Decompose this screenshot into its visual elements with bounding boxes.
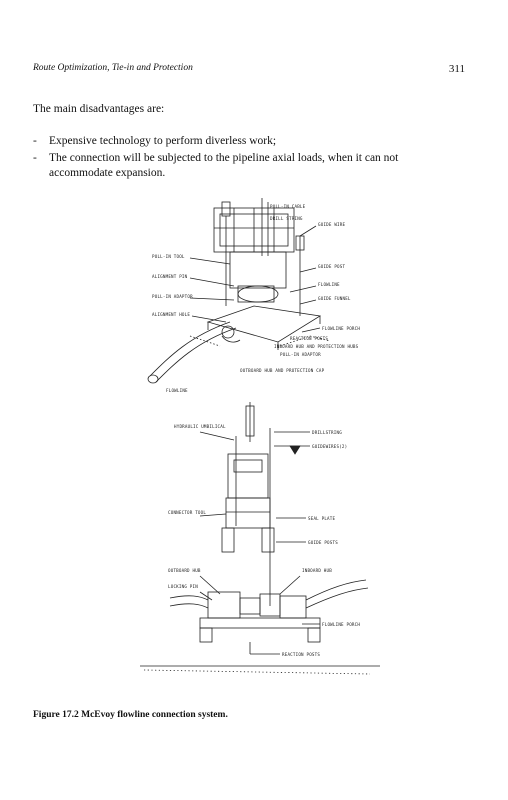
label-pullin-cable: PULL-IN CABLE [270,204,306,209]
label-seal-plate: SEAL PLATE [308,516,335,521]
label-flowline-right: FLOWLINE [318,282,340,287]
label-pullin-tool: PULL-IN TOOL [152,254,185,259]
label-guide-wire: GUIDE WIRE [318,222,345,227]
label-hydraulic-umbilical: HYDRAULIC UMBILICAL [174,424,226,429]
label-guide-posts: GUIDE POSTS [308,540,338,545]
label-inboard-hub: INBOARD HUB AND PROTECTION HUBS [274,344,359,349]
label-alignment-hole: ALIGNMENT HOLE [152,312,190,317]
figure-caption: Figure 17.2 McEvoy flowline connection s… [33,710,228,720]
bottom-drawing [140,402,380,675]
running-title: Route Optimization, Tie-in and Protectio… [33,63,193,73]
label-guidewires: GUIDEWIRES(2) [312,444,347,449]
label-guide-post: GUIDE POST [318,264,345,269]
label-alignment-pin: ALIGNMENT PIN [152,274,188,279]
label-connector-tool: CONNECTOR TOOL [168,510,206,515]
label-guide-funnel: GUIDE FUNNEL [318,296,351,301]
label-pullin-adaptor-2: PULL-IN ADAPTOR [280,352,321,357]
lead-paragraph: The main disadvantages are: [33,103,165,115]
label-inboard-hub: INBOARD HUB [302,568,332,573]
label-drillstring: DRILLSTRING [312,430,342,435]
label-locking-pin: LOCKING PIN [168,584,198,589]
label-reaction-posts: REACTION POSTS [290,336,328,341]
bottom-labels: HYDRAULIC UMBILICAL DRILLSTRING GUIDEWIR… [168,424,360,657]
label-reaction-posts: REACTION POSTS [282,652,320,657]
label-pullin-adaptor: PULL-IN ADAPTOR [152,294,193,299]
label-flowline-porch: FLOWLINE PORCH [322,326,360,331]
list-item-text: Expensive technology to perform diverles… [49,135,277,147]
disadvantage-list: - Expensive technology to perform diverl… [33,134,465,183]
label-drill-string: DRILL STRING [270,216,303,221]
label-flowline-left: FLOWLINE [166,388,188,393]
figure-illustration: PULL-IN CABLE DRILL STRING GUIDE WIRE PU… [130,196,390,682]
label-outboard-hub: OUTBOARD HUB [168,568,201,573]
list-item: - Expensive technology to perform diverl… [33,134,465,149]
dash-marker: - [33,135,37,147]
list-item-text: The connection will be subjected to the … [49,152,399,179]
dash-marker: - [33,152,37,164]
label-flowline-porch: FLOWLINE PORCH [322,622,360,627]
running-header: Route Optimization, Tie-in and Protectio… [33,63,465,79]
page-number: 311 [448,63,465,75]
top-labels: PULL-IN CABLE DRILL STRING GUIDE WIRE PU… [152,204,360,393]
label-outboard-hub: OUTBOARD HUB AND PROTECTION CAP [240,368,325,373]
top-drawing [147,198,331,384]
mcevoy-drawing: PULL-IN CABLE DRILL STRING GUIDE WIRE PU… [140,198,380,675]
list-item: - The connection will be subjected to th… [33,151,465,181]
